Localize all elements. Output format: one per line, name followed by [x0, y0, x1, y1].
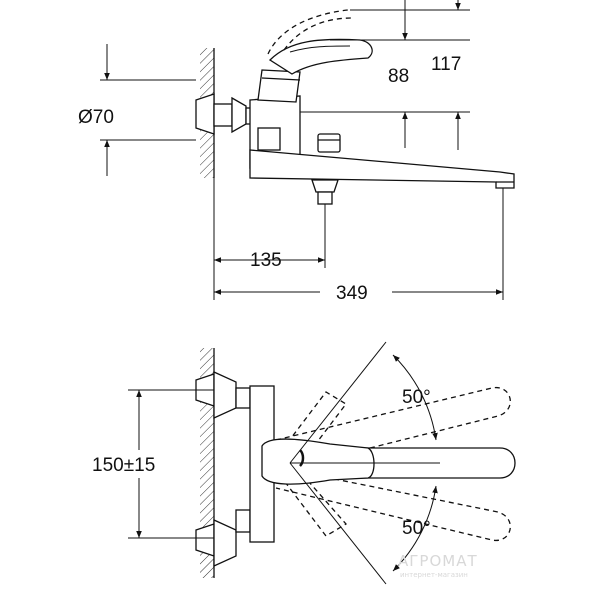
diverter-knob	[317, 133, 341, 153]
watermark-tagline: интернет-магазин	[400, 571, 468, 579]
spout-swing-lower	[275, 469, 511, 541]
connector-lower	[195, 523, 215, 557]
side-view	[195, 9, 515, 205]
connector-nut	[213, 103, 233, 127]
spout-swivel-nut	[257, 127, 281, 151]
cartridge-cap	[257, 69, 301, 103]
side-view-dimensions	[100, 0, 504, 300]
dimension-117: 117	[431, 54, 461, 75]
handle-lever-raised	[267, 9, 349, 55]
escutcheon-bell	[231, 96, 247, 134]
bath-outlet	[311, 179, 339, 193]
dimension-135: 135	[250, 250, 282, 271]
bath-outlet-nut	[317, 191, 333, 205]
watermark-brand: АГРОМАТ	[398, 552, 478, 570]
handle-lever	[268, 38, 373, 75]
angle-upper: 50°	[402, 387, 431, 408]
handle-top	[261, 438, 375, 485]
spout	[249, 149, 515, 189]
dimension-349: 349	[336, 283, 368, 304]
top-view-dimensions	[128, 341, 440, 585]
eccentric-connector	[195, 93, 215, 135]
handle-swing-upper	[281, 391, 347, 463]
handle-swing-lower	[281, 473, 348, 537]
dimension-spacing: 150±15	[92, 455, 155, 476]
dimension-diameter: Ø70	[78, 107, 114, 128]
spout-swing-upper	[275, 387, 511, 469]
angle-lower: 50°	[402, 518, 431, 539]
dimension-88: 88	[388, 66, 409, 87]
